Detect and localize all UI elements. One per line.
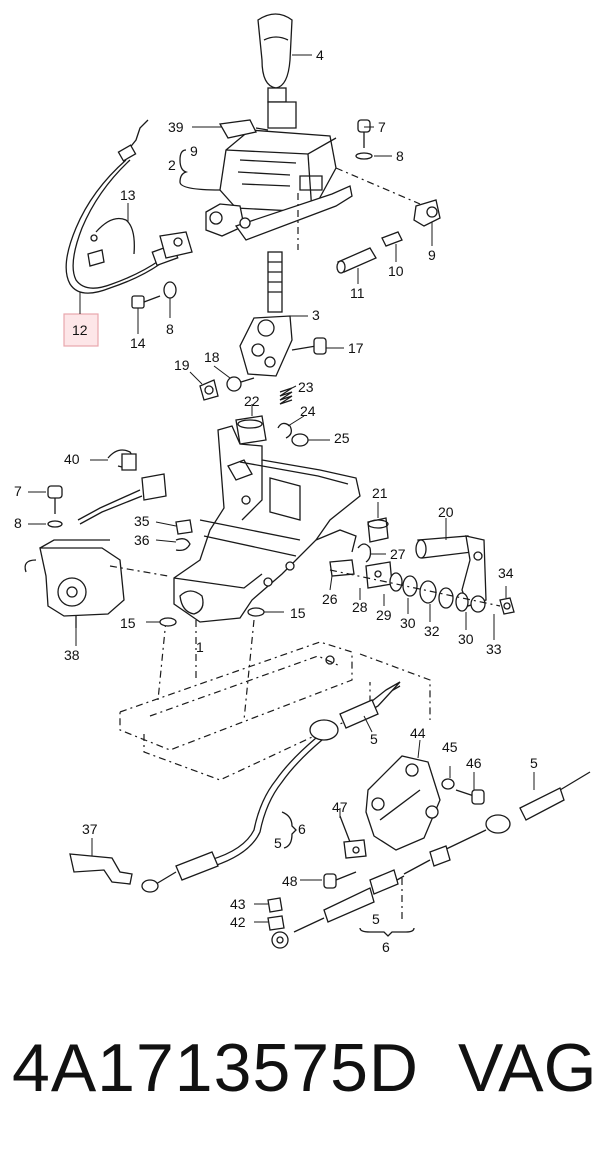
callout-34: 34 [498, 565, 514, 581]
callout-39: 39 [168, 119, 184, 135]
nut-35 [175, 519, 193, 535]
callout-18: 18 [204, 349, 220, 365]
callout-45: 45 [442, 739, 458, 755]
callout-19: 19 [174, 357, 190, 373]
callout-2: 2 [168, 157, 176, 173]
callout-5: 5 [530, 755, 538, 771]
exploded-parts-diagram: 4 39 7 8 2 9 13 9 10 11 12 14 8 3 17 18 … [14, 13, 591, 955]
gear-knob [257, 13, 293, 103]
callout-43: 43 [230, 896, 246, 912]
connector-cable [77, 473, 167, 525]
bolt-48 [323, 871, 357, 889]
callout-24: 24 [300, 403, 316, 419]
bushing-21 [367, 517, 389, 543]
callout-9: 9 [428, 247, 436, 263]
callout-26: 26 [322, 591, 338, 607]
selector-cable [65, 119, 193, 294]
part-number-label: 4A1713575D [12, 1030, 420, 1106]
callout-23: 23 [298, 379, 314, 395]
bolt-17 [291, 337, 327, 355]
callout-25: 25 [334, 430, 350, 446]
bracket-37 [69, 853, 133, 885]
bolt-7-left [47, 485, 63, 528]
clip-36 [175, 538, 191, 552]
shift-lever [239, 251, 293, 377]
callout-48: 48 [282, 873, 298, 889]
bolt-14 [131, 281, 177, 309]
connector [218, 119, 269, 139]
callout-44: 44 [410, 725, 426, 741]
callout-30: 30 [400, 615, 416, 631]
pin-10 [381, 231, 403, 247]
callout-17: 17 [348, 340, 364, 356]
callout-21: 21 [372, 485, 388, 501]
callout-10: 10 [388, 263, 404, 279]
callout-47: 47 [332, 799, 348, 815]
callout-8: 8 [166, 321, 174, 337]
washer-15-right [247, 607, 265, 617]
callout-36: 36 [134, 532, 150, 548]
washer-15-left [159, 617, 177, 627]
callout-5: 5 [274, 835, 282, 851]
callout-29: 29 [376, 607, 392, 623]
main-bracket [173, 425, 361, 623]
callout-8: 8 [14, 515, 22, 531]
clip-27 [357, 543, 372, 563]
callout-22: 22 [244, 393, 260, 409]
callout-20: 20 [438, 504, 454, 520]
lever-47 [339, 815, 367, 859]
callout-42: 42 [230, 914, 246, 930]
callout-12: 12 [72, 322, 88, 338]
callout-27: 27 [390, 546, 406, 562]
callout-46: 46 [466, 755, 482, 771]
callout-11: 11 [350, 285, 365, 301]
brand-label: VAG [458, 1030, 597, 1106]
callout-7: 7 [378, 119, 386, 135]
callout-35: 35 [134, 513, 150, 529]
selector-housing [205, 101, 353, 241]
nut-42 [267, 915, 285, 931]
bushing-9 [413, 199, 441, 227]
cable-right [403, 771, 591, 875]
shaft-11 [336, 247, 377, 274]
damper-22 [235, 415, 267, 445]
ball-18 [226, 376, 255, 392]
callout-6: 6 [382, 939, 390, 955]
clip-40 [107, 449, 137, 471]
lever-20 [415, 535, 487, 607]
cable-clip [87, 217, 135, 267]
callout-33: 33 [486, 641, 502, 657]
callout-15: 15 [120, 615, 136, 631]
bracket-44 [365, 755, 441, 851]
callout-30: 30 [458, 631, 474, 647]
callout-6: 6 [298, 821, 306, 837]
callout-40: 40 [64, 451, 80, 467]
bolt-washer-top [355, 119, 373, 160]
callout-37: 37 [82, 821, 98, 837]
shift-cable [141, 681, 401, 893]
cable-bottom [271, 869, 405, 949]
callout-9: 9 [190, 143, 198, 159]
callout-8: 8 [396, 148, 404, 164]
callout-7: 7 [14, 483, 22, 499]
bushing-19 [199, 379, 219, 401]
shaft-stack [329, 559, 515, 615]
callout-32: 32 [424, 623, 440, 639]
callout-28: 28 [352, 599, 368, 615]
callout-38: 38 [64, 647, 80, 663]
callout-14: 14 [130, 335, 146, 351]
callout-4: 4 [316, 47, 324, 63]
callout-5: 5 [370, 731, 378, 747]
bolt-46 [455, 789, 485, 805]
callout-3: 3 [312, 307, 320, 323]
callout-5: 5 [372, 911, 380, 927]
callout-1: 1 [196, 639, 204, 655]
callout-13: 13 [120, 187, 136, 203]
callout-15: 15 [290, 605, 306, 621]
module-38 [24, 539, 125, 628]
nut-43 [267, 897, 283, 913]
